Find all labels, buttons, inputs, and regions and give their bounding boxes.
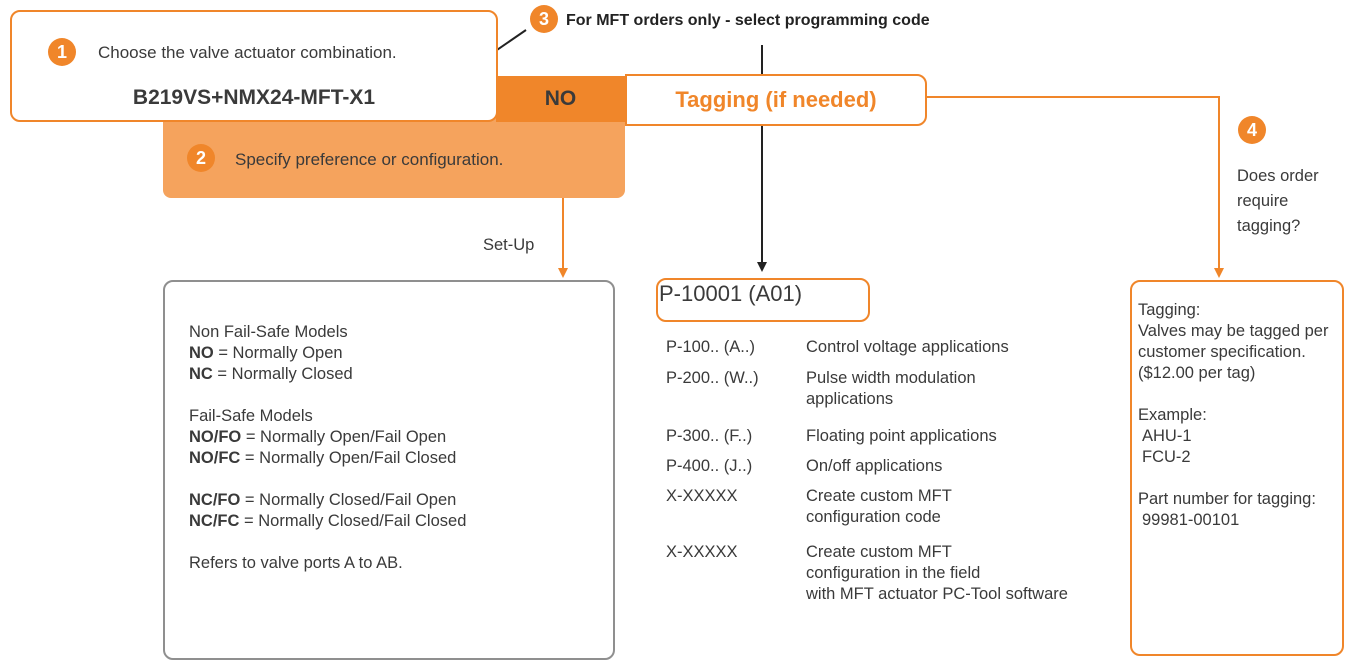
setup-option: NO = Normally Open — [189, 344, 343, 362]
failsafe-heading: Fail-Safe Models — [189, 407, 313, 425]
step4-question: Does order require tagging? — [1237, 164, 1319, 239]
code-value: X-XXXXX — [666, 487, 738, 505]
step3-instruction: For MFT orders only - select programming… — [566, 12, 930, 29]
tagging-line: customer specification. — [1138, 343, 1306, 361]
tagging-content: Tagging: Valves may be tagged per custom… — [1138, 300, 1328, 531]
example-item: AHU-1 — [1142, 427, 1192, 445]
step4-question-line: tagging? — [1237, 217, 1301, 235]
code-value: X-XXXXX — [666, 543, 738, 561]
part-heading: Part number for tagging: — [1138, 490, 1316, 508]
setup-option: NC/FO = Normally Closed/Fail Open — [189, 491, 457, 509]
tagging-cell: Tagging (if needed) — [625, 74, 927, 126]
setup-box: Non Fail-Safe Models NO = Normally Open … — [163, 280, 615, 660]
step3-badge: 3 — [530, 5, 558, 33]
part-number: 99981-00101 — [1142, 511, 1240, 529]
setup-option: NO/FO = Normally Open/Fail Open — [189, 428, 447, 446]
step2-badge: 2 — [187, 144, 215, 172]
step1-instruction: Choose the valve actuator combination. — [98, 43, 397, 62]
setup-label: Set-Up — [483, 236, 535, 254]
arrow-tagging-to-tagbox — [924, 96, 1224, 278]
step1-badge: 1 — [48, 38, 76, 66]
setup-note: Refers to valve ports A to AB. — [189, 554, 403, 572]
example-item: FCU-2 — [1142, 448, 1191, 466]
setup-content: Non Fail-Safe Models NO = Normally Open … — [189, 322, 466, 574]
tagging-line: ($12.00 per tag) — [1138, 364, 1256, 382]
code-value: P-100.. (A..) — [666, 338, 755, 356]
preference-cell: NO — [496, 76, 625, 122]
code-value: P-400.. (J..) — [666, 457, 753, 475]
example-heading: Example: — [1138, 406, 1207, 424]
setup-option: NO/FC = Normally Open/Fail Closed — [189, 449, 457, 467]
non-failsafe-heading: Non Fail-Safe Models — [189, 323, 348, 341]
step4-badge: 4 — [1238, 116, 1266, 144]
tagging-box: Tagging: Valves may be tagged per custom… — [1130, 280, 1344, 656]
step4-question-line: require — [1237, 192, 1289, 210]
programming-code-box — [656, 278, 870, 322]
code-desc: On/off applications — [806, 457, 943, 475]
programming-example-code: P-10001 (A01) — [659, 281, 803, 306]
code-desc: Floating point applications — [806, 427, 997, 445]
code-desc: Control voltage applications — [806, 338, 1009, 356]
setup-option: NC = Normally Closed — [189, 365, 353, 383]
model-number: B219VS+NMX24-MFT-X1 — [132, 86, 376, 109]
tagging-line: Valves may be tagged per — [1138, 322, 1329, 340]
step2-instruction: Specify preference or configuration. — [235, 150, 504, 169]
step4-question-line: Does order — [1237, 167, 1319, 185]
setup-option: NC/FC = Normally Closed/Fail Closed — [189, 512, 467, 530]
tagging-line: Tagging: — [1138, 301, 1201, 319]
code-value: P-200.. (W..) — [666, 369, 759, 387]
code-value: P-300.. (F..) — [666, 427, 753, 445]
step1-box: 1 Choose the valve actuator combination.… — [10, 10, 498, 122]
